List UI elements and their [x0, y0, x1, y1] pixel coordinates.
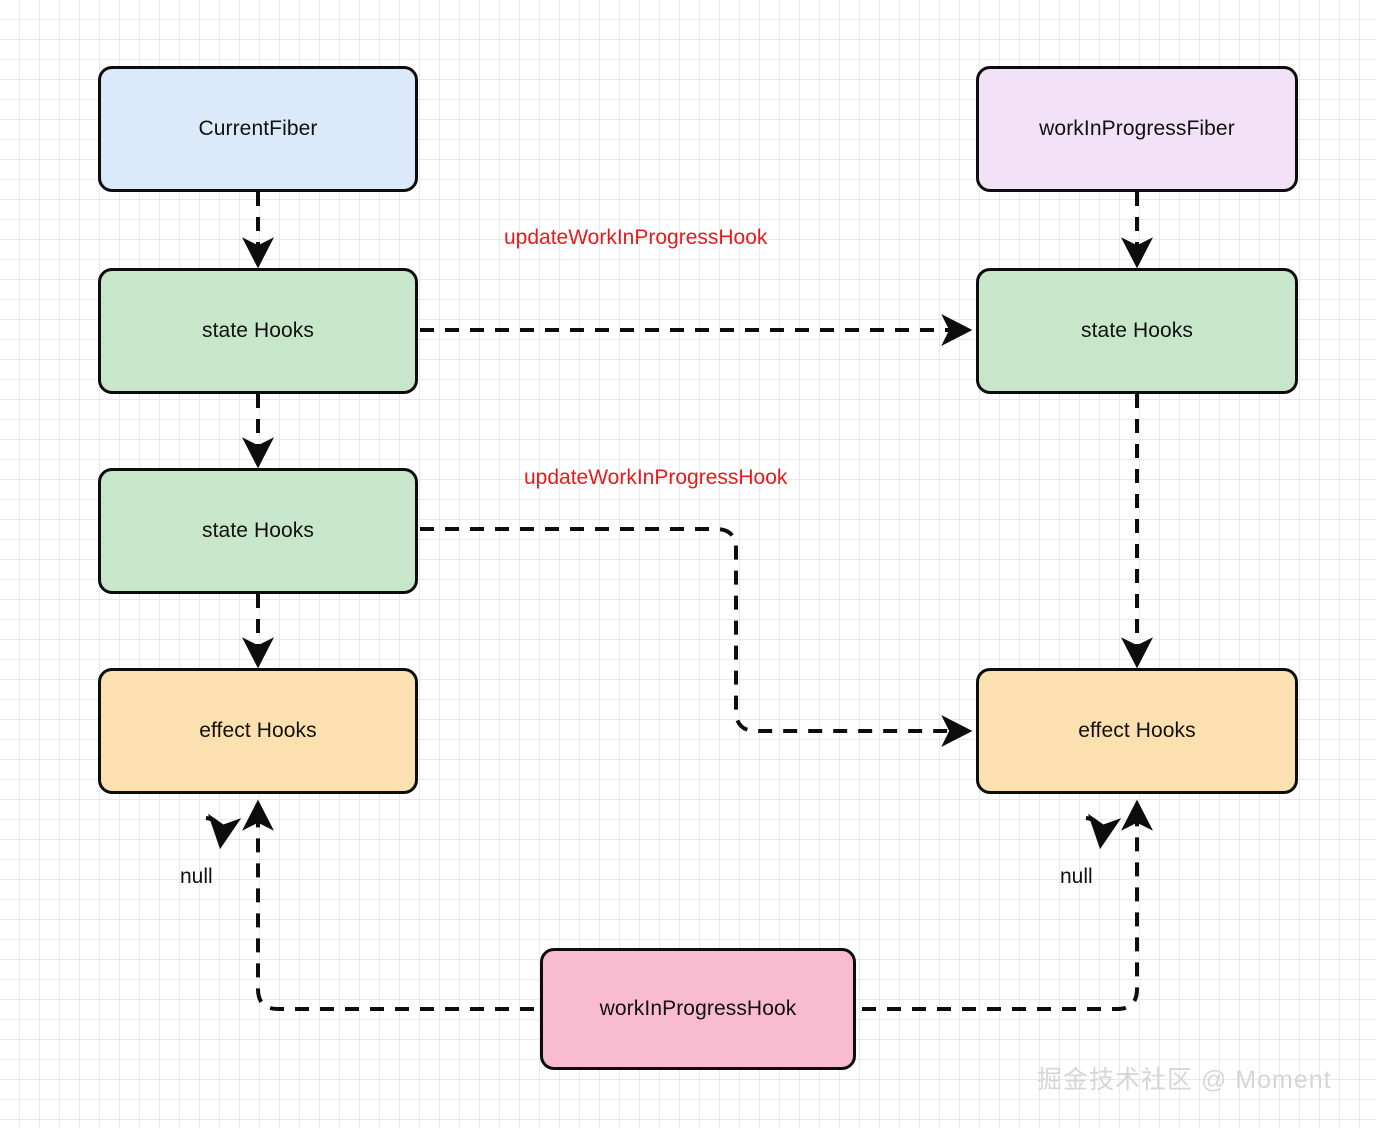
null-label-right: null	[1060, 865, 1093, 888]
edge-label-update-work-in-progress-hook-1: updateWorkInProgressHook	[504, 226, 768, 249]
null-pointer-right	[1085, 813, 1122, 850]
edge-wiphook-to-right-effecthooks	[862, 799, 1153, 1011]
node-label: state Hooks	[1081, 319, 1193, 343]
node-work-in-progress-fiber[interactable]: workInProgressFiber	[976, 66, 1298, 192]
node-label: CurrentFiber	[198, 117, 318, 141]
node-work-in-progress-hook[interactable]: workInProgressHook	[540, 948, 856, 1070]
null-label-left: null	[180, 865, 213, 888]
node-current-state-hooks-2[interactable]: state Hooks	[98, 468, 418, 594]
node-current-state-hooks-1[interactable]: state Hooks	[98, 268, 418, 394]
node-label: effect Hooks	[1078, 719, 1196, 743]
edge-wiphook-to-left-effecthooks	[242, 799, 534, 1011]
node-label: effect Hooks	[199, 719, 317, 743]
node-label: state Hooks	[202, 319, 314, 343]
null-pointer-left	[205, 813, 242, 850]
node-current-fiber[interactable]: CurrentFiber	[98, 66, 418, 192]
edge-label-update-work-in-progress-hook-2: updateWorkInProgressHook	[524, 466, 788, 489]
edge-update-effecthooks	[420, 527, 973, 747]
node-label: state Hooks	[202, 519, 314, 543]
node-label: workInProgressFiber	[1039, 117, 1235, 141]
node-wip-effect-hooks[interactable]: effect Hooks	[976, 668, 1298, 794]
node-wip-state-hooks[interactable]: state Hooks	[976, 268, 1298, 394]
watermark: 掘金技术社区 @ Moment	[1037, 1066, 1332, 1094]
node-current-effect-hooks[interactable]: effect Hooks	[98, 668, 418, 794]
node-label: workInProgressHook	[599, 997, 797, 1021]
